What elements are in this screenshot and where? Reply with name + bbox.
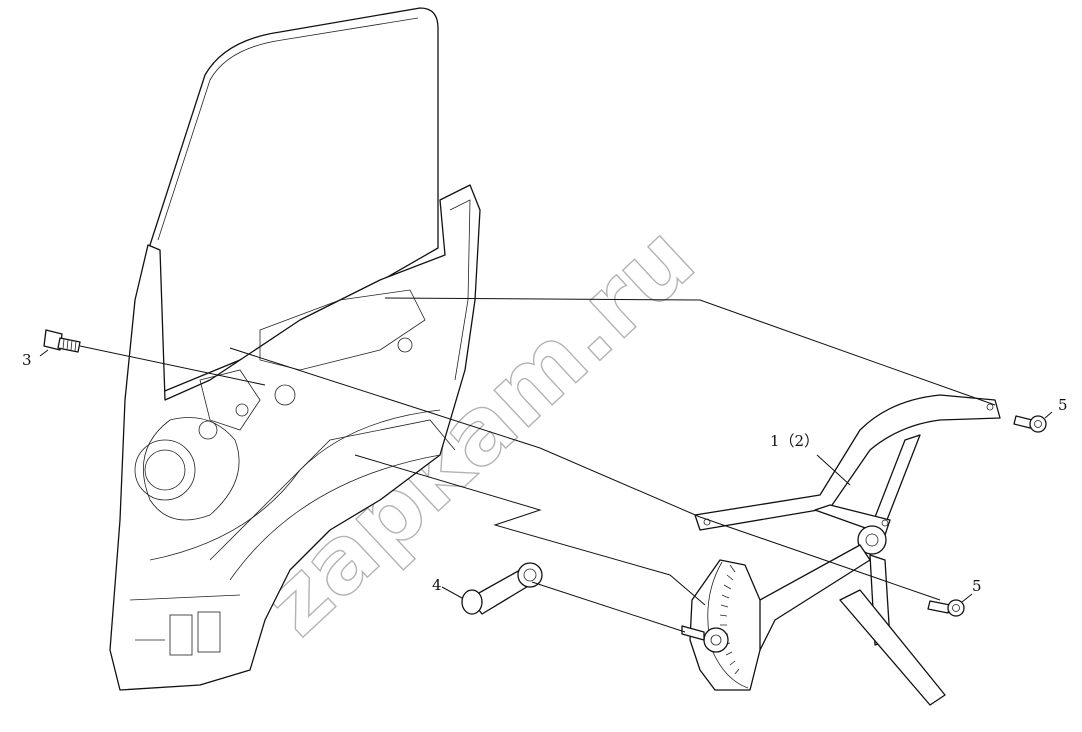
crank-handle-4 [461,562,543,615]
callout-3: 3 [22,351,32,369]
regulator-gear-sector [681,559,761,691]
assembly-lines [39,297,1053,633]
door-inner-panel [109,184,481,691]
bolt-3 [43,329,81,353]
window-regulator-arm [694,394,1001,706]
callout-5-lower: 5 [972,577,982,595]
bolt-5-lower [927,599,965,617]
bolt-5-upper [1013,415,1047,433]
callout-5-upper: 5 [1058,396,1068,414]
door-glass [149,7,439,396]
callout-1-2: 1（2） [770,432,819,450]
callout-4: 4 [432,576,442,594]
